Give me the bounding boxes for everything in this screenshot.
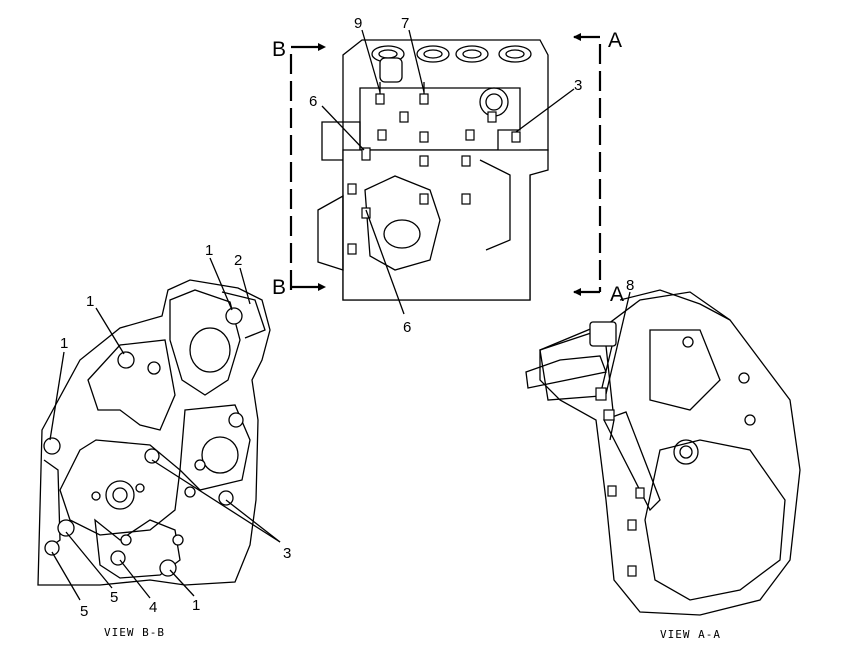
view-bb-caption: VIEW B-B <box>104 626 165 639</box>
top-engine-view: B B A A 9 7 6 3 6 <box>272 15 624 336</box>
callout-9: 9 <box>354 15 362 32</box>
callout-1-bb-upper: 1 <box>86 293 94 310</box>
section-label-a-bottom: A <box>610 283 624 306</box>
callout-1-bb-left: 1 <box>60 335 68 352</box>
callout-8: 8 <box>626 277 634 294</box>
callout-4: 4 <box>149 599 157 616</box>
callout-6-upper: 6 <box>309 93 317 110</box>
callout-2: 2 <box>234 252 242 269</box>
section-label-a-top: A <box>608 29 622 52</box>
callout-6-lower: 6 <box>403 319 411 336</box>
section-label-b-bottom: B <box>272 276 286 299</box>
callout-3-bb: 3 <box>283 545 291 562</box>
section-label-b-top: B <box>272 38 286 61</box>
view-aa: 8 VIEW A-A <box>525 277 801 641</box>
callout-1-bb-bottom: 1 <box>192 597 200 614</box>
callout-1-bb-top: 1 <box>205 242 213 259</box>
callout-5-right: 5 <box>110 589 118 606</box>
callout-7-top: 7 <box>401 15 409 32</box>
view-aa-caption: VIEW A-A <box>660 628 721 641</box>
section-line-a <box>573 33 602 296</box>
view-bb: 1 2 1 1 3 5 5 4 1 VIEW B-B <box>37 242 291 639</box>
callout-3-top: 3 <box>574 77 582 94</box>
callout-5-left: 5 <box>80 603 88 620</box>
section-line-b <box>289 43 326 291</box>
